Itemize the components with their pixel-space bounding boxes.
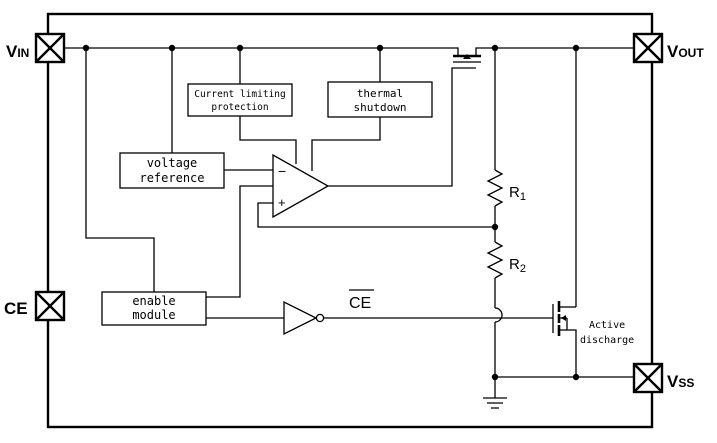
nmos-discharge-transistor — [552, 301, 568, 336]
svg-text:enable: enable — [132, 294, 175, 308]
active-discharge-label: Active discharge — [580, 320, 634, 346]
pin-vin-label: VIN — [6, 42, 29, 61]
pmos-pass-transistor — [453, 47, 481, 63]
svg-text:voltage: voltage — [147, 156, 198, 170]
svg-text:CE: CE — [349, 295, 371, 312]
svg-text:reference: reference — [139, 171, 204, 185]
pin-vss — [632, 362, 664, 394]
pin-ce-label: CE — [4, 299, 28, 318]
thermal-shutdown-block: thermal shutdown — [327, 81, 433, 118]
svg-text:discharge: discharge — [580, 335, 634, 346]
svg-text:thermal: thermal — [357, 87, 403, 100]
svg-text:Current limiting: Current limiting — [194, 89, 286, 100]
pin-vin — [34, 32, 66, 64]
svg-text:module: module — [132, 308, 175, 322]
chip-outline — [46, 12, 654, 429]
wiring — [64, 47, 634, 409]
junction-dots — [82, 44, 580, 381]
pin-vout — [632, 32, 664, 64]
enable-module-block: enable module — [101, 291, 207, 326]
current-limiting-block: Current limiting protection — [187, 83, 293, 117]
r2-label: R2 — [509, 256, 526, 275]
svg-text:+: + — [278, 195, 286, 210]
pin-ce — [34, 290, 66, 322]
r1-label: R1 — [509, 184, 526, 203]
ce-bar-label: CE — [349, 289, 374, 312]
svg-text:protection: protection — [211, 102, 268, 113]
svg-text:shutdown: shutdown — [354, 101, 407, 114]
voltage-reference-block: voltage reference — [119, 152, 225, 189]
pin-vss-label: VSS — [667, 372, 694, 391]
svg-text:Active: Active — [589, 320, 625, 331]
svg-text:−: − — [278, 163, 286, 179]
inverter — [283, 300, 325, 336]
pin-vout-label: VOUT — [667, 42, 704, 61]
error-amplifier: − + — [272, 153, 330, 219]
